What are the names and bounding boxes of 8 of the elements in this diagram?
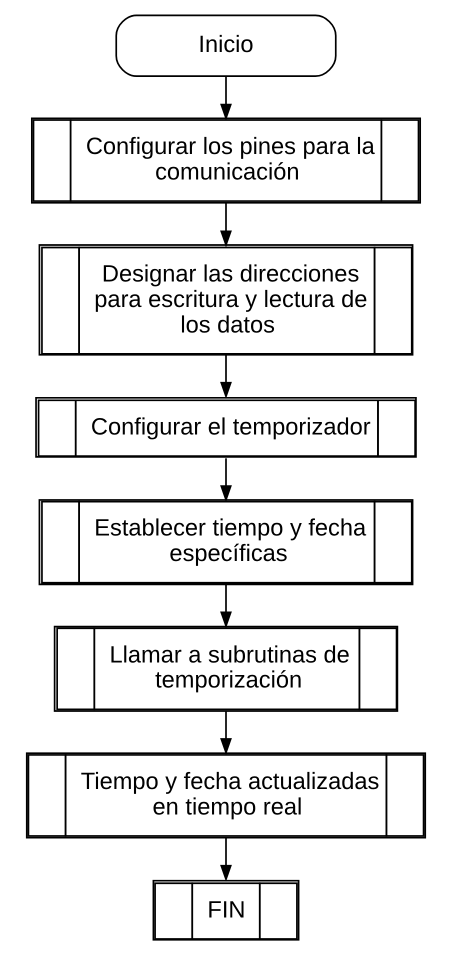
arrow <box>220 838 232 882</box>
arrow <box>220 712 232 756</box>
arrow <box>220 76 232 121</box>
arrow <box>220 458 232 502</box>
node-box: Inicio <box>114 14 336 77</box>
arrow <box>220 203 232 248</box>
arrow <box>220 584 232 628</box>
arrow <box>220 354 232 399</box>
